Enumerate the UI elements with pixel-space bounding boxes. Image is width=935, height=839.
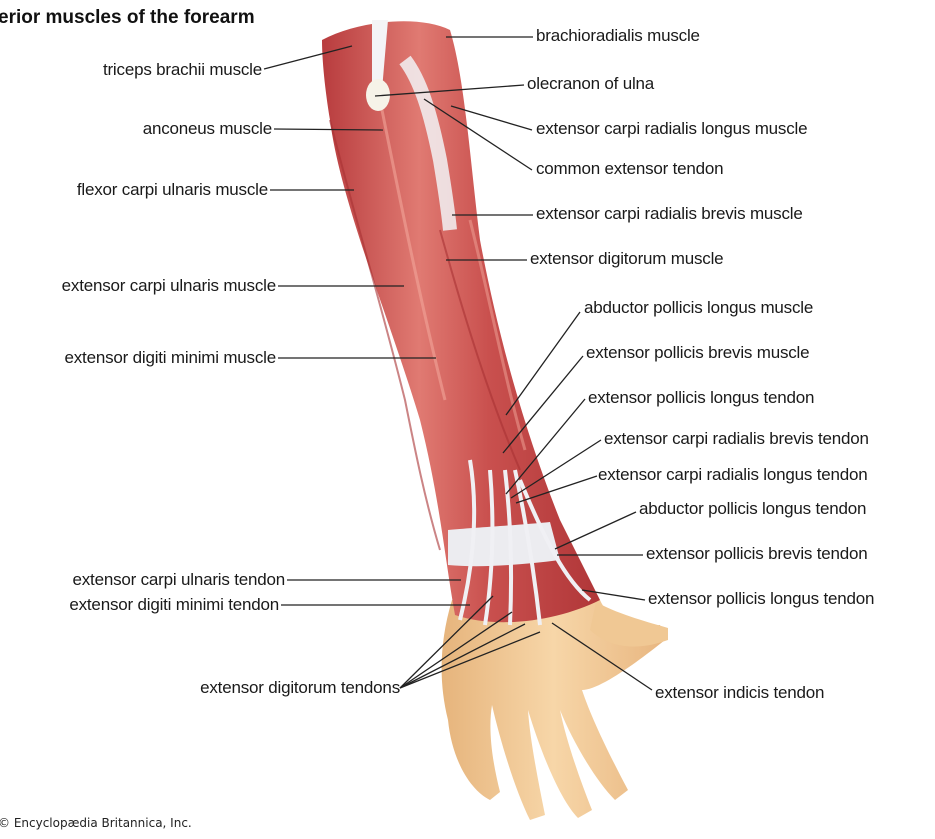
label-ed-tendons: extensor digitorum tendons [200,678,400,698]
copyright-notice: © Encyclopædia Britannica, Inc. [0,816,192,830]
label-triceps: triceps brachii muscle [103,60,262,80]
label-common-tendon: common extensor tendon [536,159,723,179]
label-ecrb-muscle: extensor carpi radialis brevis muscle [536,204,803,224]
label-edm-muscle: extensor digiti minimi muscle [65,348,277,368]
label-apl-muscle: abductor pollicis longus muscle [584,298,813,318]
label-apl-tendon: abductor pollicis longus tendon [639,499,866,519]
label-ecu-muscle: extensor carpi ulnaris muscle [62,276,276,296]
label-epl-tendon: extensor pollicis longus tendon [588,388,814,408]
label-epl-tendon-2: extensor pollicis longus tendon [648,589,874,609]
label-epb-tendon: extensor pollicis brevis tendon [646,544,868,564]
label-edm-tendon: extensor digiti minimi tendon [69,595,279,615]
label-olecranon: olecranon of ulna [527,74,654,94]
leader-apl-tendon [555,512,636,549]
label-epb-muscle: extensor pollicis brevis muscle [586,343,809,363]
label-ecu-tendon: extensor carpi ulnaris tendon [73,570,286,590]
label-anconeus: anconeus muscle [143,119,272,139]
label-ecrl-tendon: extensor carpi radialis longus tendon [598,465,868,485]
hand [442,600,668,820]
label-ecrl-muscle: extensor carpi radialis longus muscle [536,119,807,139]
label-fcu: flexor carpi ulnaris muscle [77,180,268,200]
label-ecrb-tendon: extensor carpi radialis brevis tendon [604,429,869,449]
label-ei-tendon: extensor indicis tendon [655,683,824,703]
diagram-title: erior muscles of the forearm [0,7,255,29]
label-ed-muscle: extensor digitorum muscle [530,249,723,269]
leader-apl-muscle [506,312,580,415]
label-brachioradialis: brachioradialis muscle [536,26,700,46]
